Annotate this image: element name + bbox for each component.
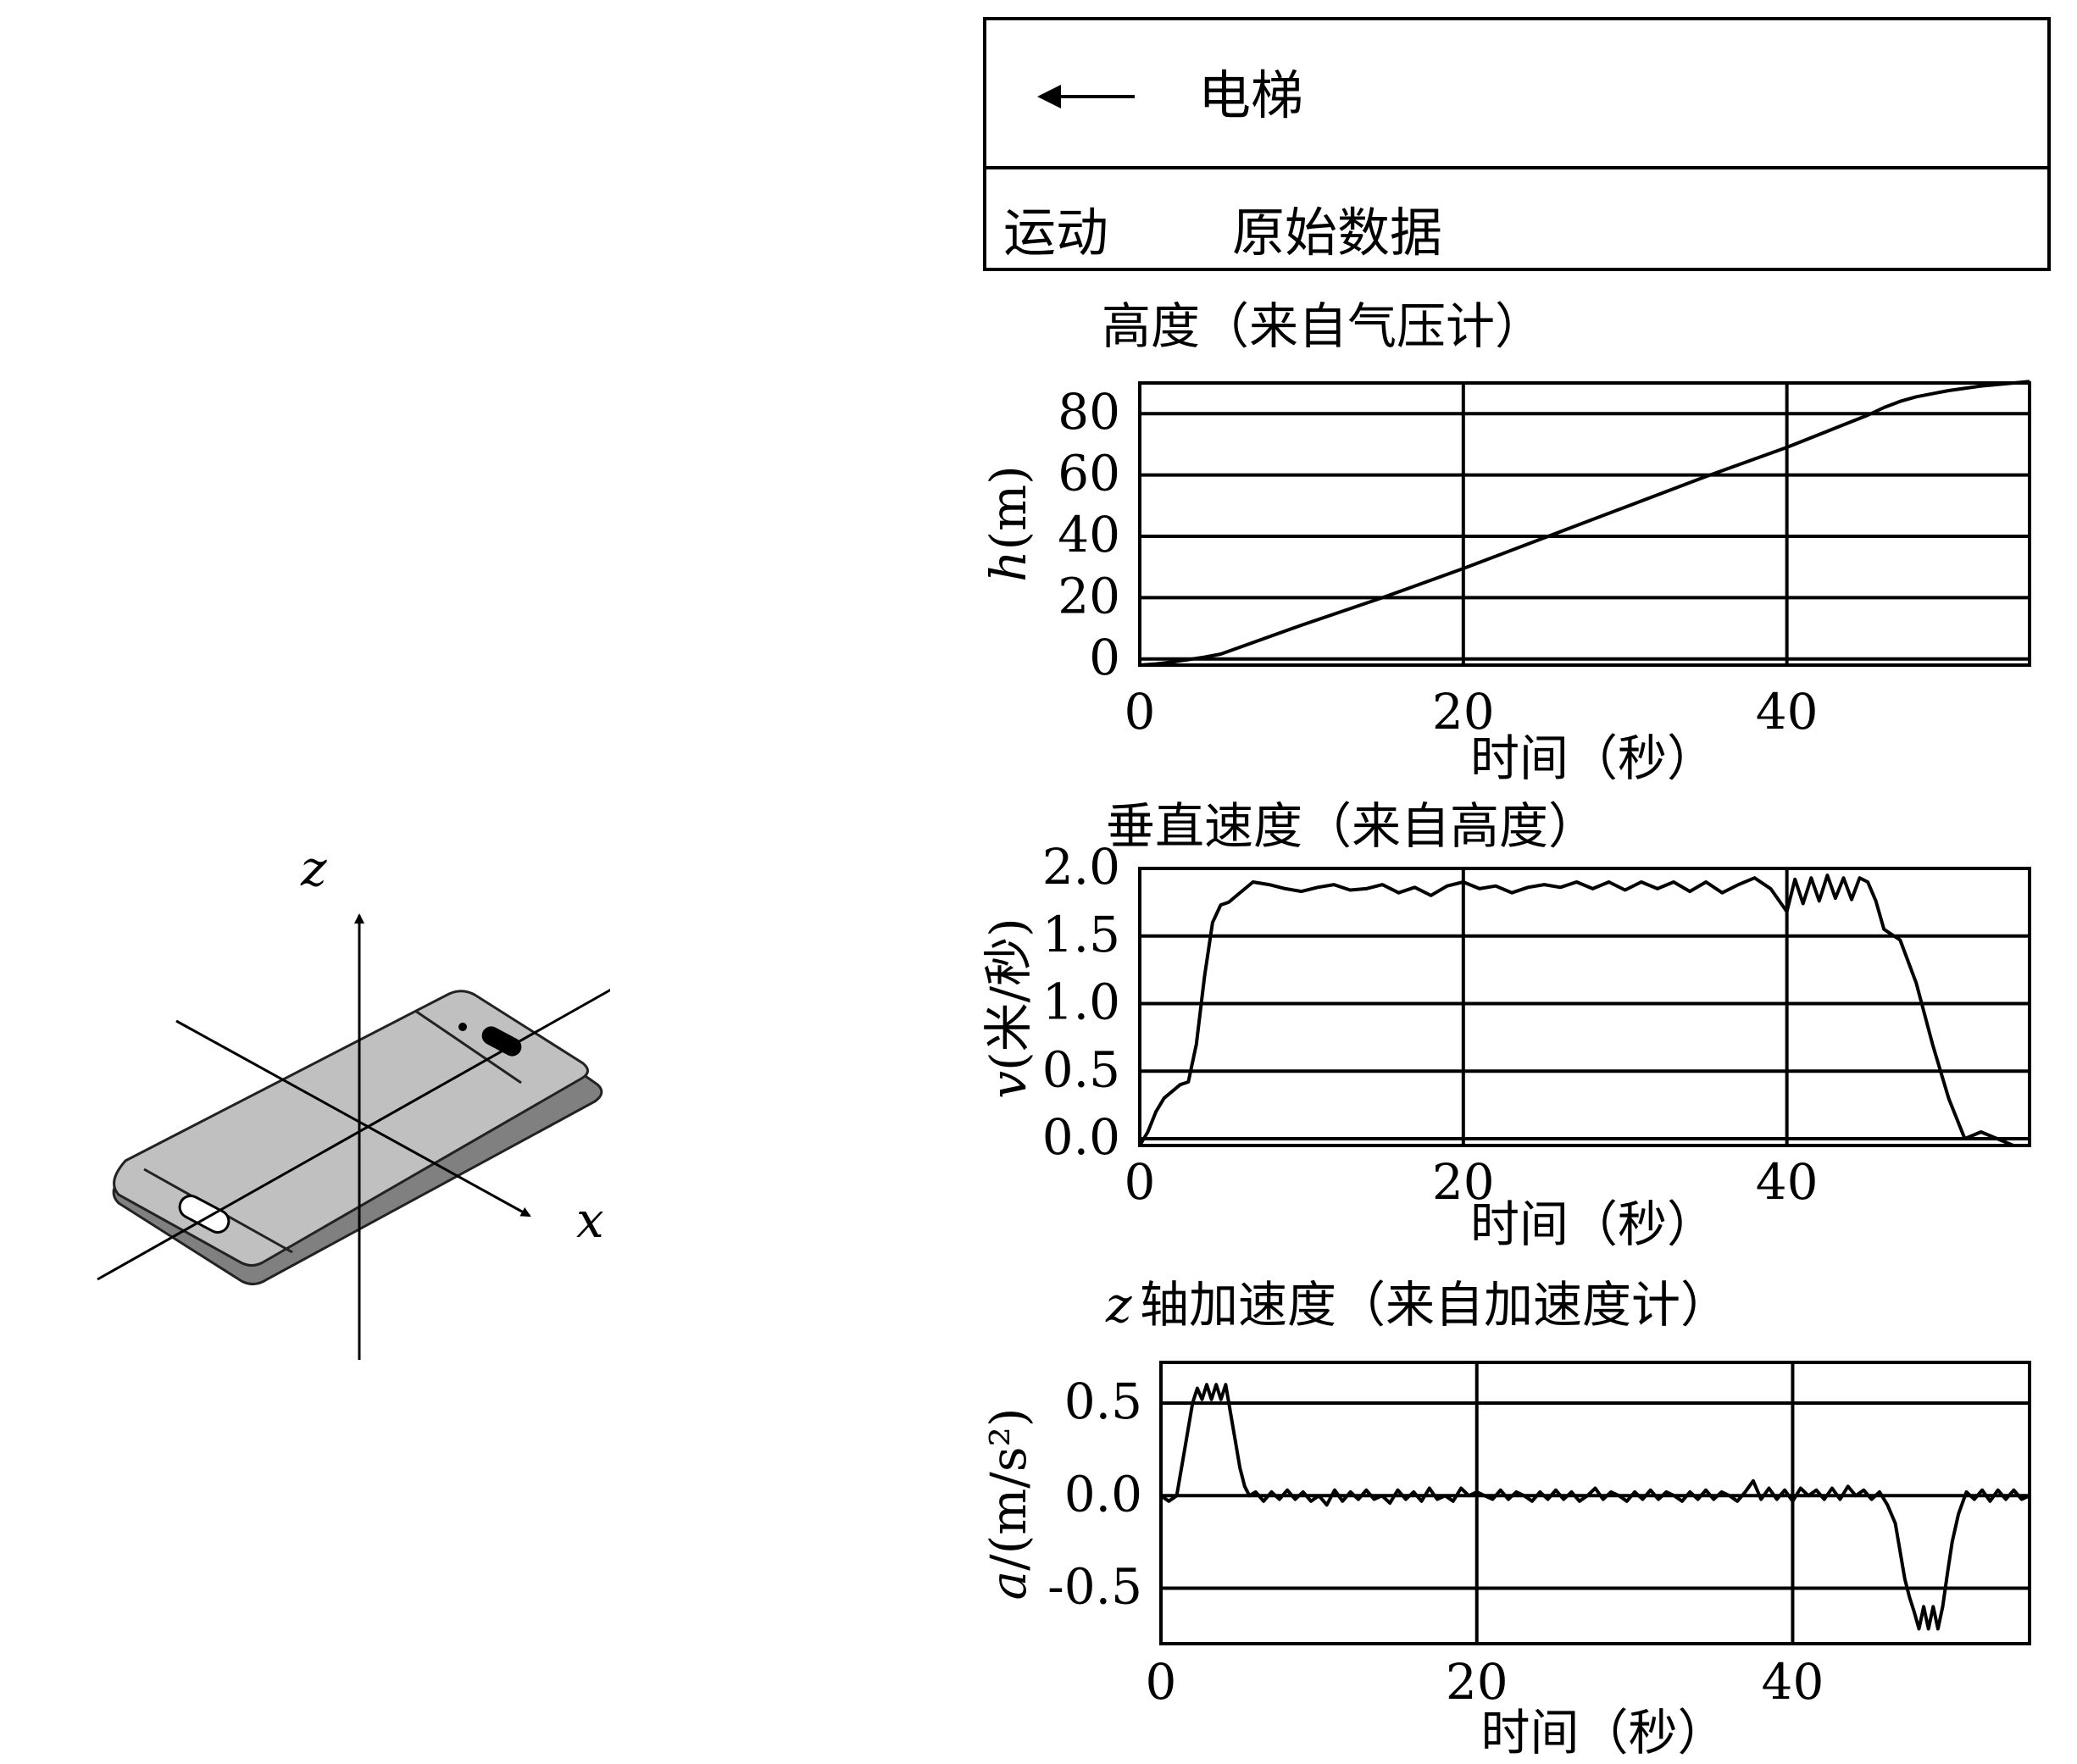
x-tick-label: 20 [1432, 1153, 1495, 1211]
series-line [1138, 874, 2014, 1147]
phone-home-button [178, 1195, 230, 1234]
x-axis-label: 时间（秒） [1480, 1704, 1726, 1761]
plot-frame [1138, 867, 2031, 1147]
y-tick-label: 20 [1058, 567, 1120, 624]
header-top-row: 电梯 [986, 20, 2047, 169]
z-axis-label: z [300, 840, 327, 897]
series-line [1139, 380, 2030, 667]
y-tick-label: 0.5 [1042, 1040, 1120, 1098]
y-tick-label: 1.5 [1042, 906, 1120, 963]
y-axis-label-unit: /(m/s²) [980, 1408, 1037, 1571]
x-axis-label: 时间（秒） [1470, 729, 1716, 787]
y-tick-label: 0.0 [1064, 1465, 1142, 1523]
y-axis-label: v(米/秒) [980, 918, 1037, 1099]
x-tick-label: 40 [1762, 1653, 1824, 1711]
x-tick-label: 20 [1446, 1653, 1508, 1711]
y-axis-label: a/(m/s²) [980, 1408, 1037, 1600]
elevator-title: 电梯 [1198, 64, 1304, 126]
y-tick-label: 40 [1058, 506, 1120, 563]
y-tick-label: 60 [1058, 445, 1120, 502]
phone-bezel-top [414, 1009, 522, 1084]
y-axis [97, 988, 610, 1281]
phone-speaker [481, 1026, 522, 1057]
chart-title: 高度（来自气压计） [1102, 297, 1544, 355]
left-arrow-icon[interactable] [1037, 71, 1139, 122]
y-tick-label: -0.5 [1047, 1557, 1142, 1615]
x-tick-label: 40 [1756, 683, 1819, 741]
y-tick-label: 0 [1089, 629, 1120, 686]
x-tick-label: 20 [1432, 683, 1495, 741]
phone-screen [113, 990, 589, 1267]
phone-axes-figure: z y x [97, 840, 610, 1360]
x-tick-label: 0 [1125, 683, 1156, 741]
y-tick-label: 80 [1058, 383, 1120, 441]
y-axis-label-var: v [980, 1071, 1037, 1099]
series-line [1159, 1383, 2030, 1631]
motion-tab[interactable]: 运动 [1003, 202, 1109, 263]
x-axis-label: 时间（秒） [1470, 1195, 1716, 1253]
y-axis-label-unit: (米/秒) [980, 918, 1037, 1071]
x-tick-label: 0 [1146, 1653, 1177, 1711]
plot-frame [1159, 1361, 2031, 1645]
x-tick-label: 0 [1125, 1153, 1156, 1211]
y-axis-label-var: h [980, 550, 1037, 581]
y-tick-label: 2.0 [1042, 838, 1120, 896]
phone-camera [458, 1023, 467, 1031]
raw-data-tab[interactable]: 原始数据 [1232, 202, 1443, 263]
y-axis-label: h(m) [980, 465, 1037, 582]
y-tick-label: 0.5 [1064, 1373, 1142, 1430]
x-axis [175, 1019, 531, 1218]
app-header: 电梯 运动 原始数据 [983, 17, 2051, 271]
x-tick-label: 40 [1756, 1153, 1819, 1211]
chart-title-var: z [1105, 1276, 1132, 1334]
y-axis-label-unit: (m) [980, 465, 1037, 550]
chart-title: 轴加速度（来自加速度计） [1140, 1276, 1730, 1334]
y-axis-label-var: a [980, 1571, 1037, 1600]
y-tick-label: 0.0 [1042, 1108, 1120, 1166]
x-axis-label: x [576, 1191, 604, 1249]
plot-frame [1138, 381, 2031, 667]
chart-title: 垂直速度（来自高度） [1106, 797, 1597, 855]
y-tick-label: 1.0 [1042, 974, 1120, 1031]
